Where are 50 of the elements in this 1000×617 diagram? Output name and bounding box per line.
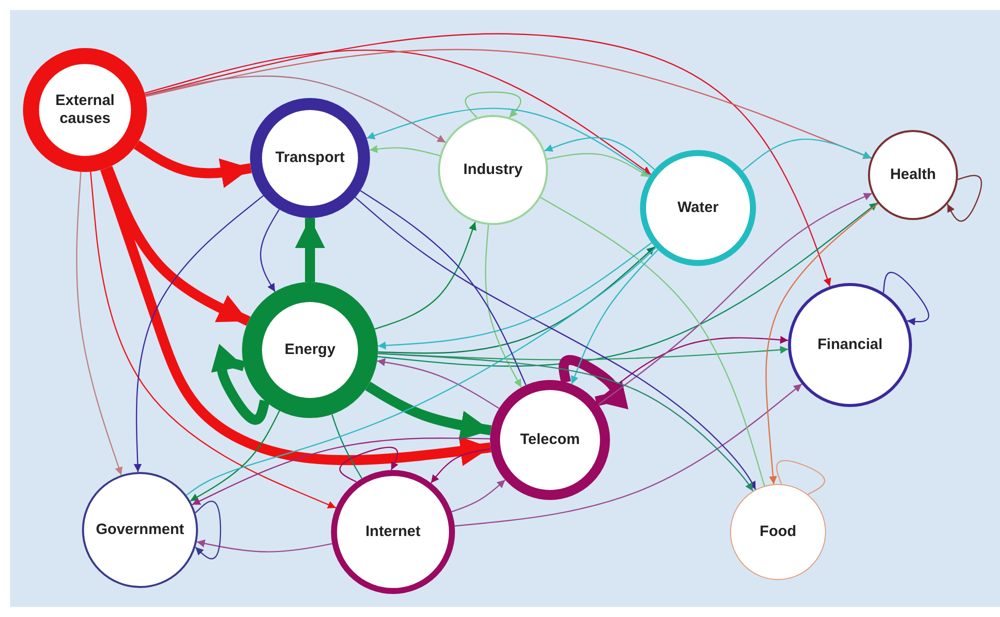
arrow — [742, 138, 872, 172]
arrow — [546, 153, 650, 178]
node-label: External causes — [54, 92, 116, 128]
arrow — [570, 249, 658, 384]
arrow — [100, 167, 492, 466]
arrow — [882, 272, 930, 326]
arrow — [190, 410, 280, 502]
arrow — [377, 358, 500, 409]
arrow — [374, 222, 476, 330]
node-label: Health — [890, 166, 936, 184]
arrow — [144, 33, 832, 287]
arrow — [76, 172, 123, 476]
arrow — [295, 218, 325, 282]
arrow — [765, 203, 879, 484]
arrow — [378, 352, 754, 492]
arrow — [598, 192, 872, 405]
arrow — [454, 384, 802, 527]
node-label: Telecom — [520, 431, 580, 449]
arrow — [369, 145, 440, 156]
arrow — [544, 137, 655, 170]
arrow — [365, 382, 492, 440]
arrow — [946, 174, 982, 222]
arrow — [260, 209, 280, 292]
node-label: Food — [760, 523, 796, 541]
arrow — [195, 500, 222, 560]
arrow — [464, 92, 522, 118]
arrow — [145, 76, 446, 143]
arrow — [354, 196, 756, 490]
arrow — [378, 202, 878, 367]
node-label: Energy — [284, 341, 336, 359]
arrow — [192, 437, 490, 506]
arrow — [144, 50, 652, 175]
arrow — [145, 49, 872, 159]
arrow — [484, 224, 522, 388]
arrow — [366, 108, 650, 176]
arrow — [134, 140, 252, 188]
arrow — [339, 446, 398, 482]
node-label: Financial — [817, 336, 883, 354]
node-label: Industry — [463, 161, 523, 179]
node-label: Transport — [275, 149, 345, 167]
arrow — [211, 344, 270, 425]
node-label: Government — [96, 521, 184, 539]
arrow — [134, 195, 264, 472]
arrow — [430, 448, 491, 484]
arrow — [196, 540, 332, 552]
arrow — [90, 172, 336, 508]
arrow — [558, 355, 628, 410]
arrow — [451, 479, 506, 512]
node-label: Internet — [365, 523, 420, 541]
node-label: Water — [677, 199, 719, 217]
